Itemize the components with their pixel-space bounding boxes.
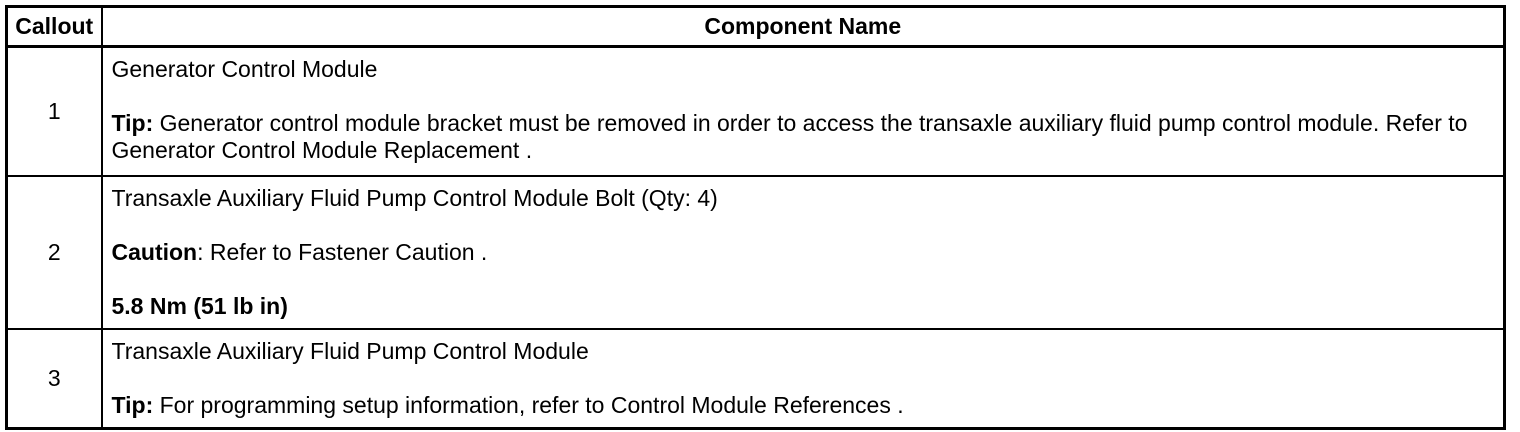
caution-note: Caution: Refer to Fastener Caution . (112, 239, 1494, 266)
component-name: Generator Control Module (111, 56, 378, 82)
note-label: Caution (111, 238, 198, 265)
note-text: : Refer to Fastener Caution . (197, 238, 488, 265)
torque-spec: 5.8 Nm (51 lb in) (111, 292, 288, 319)
callout-number: 3 (5, 327, 103, 429)
table-row: 2 Transaxle Auxiliary Fluid Pump Control… (5, 174, 1506, 330)
component-name: Transaxle Auxiliary Fluid Pump Control M… (111, 337, 589, 364)
callout-column-header: Callout (5, 5, 103, 48)
tip-note: Tip: For programming setup information, … (112, 392, 1494, 419)
component-cell: Generator Control Module Tip: Generator … (100, 45, 1506, 177)
note-label: Tip: (111, 391, 154, 418)
table-row: 1 Generator Control Module Tip: Generato… (5, 45, 1506, 177)
component-name: Transaxle Auxiliary Fluid Pump Control M… (111, 184, 718, 211)
tip-note: Tip: Generator control module bracket mu… (112, 110, 1494, 164)
table-header-row: Callout Component Name (5, 5, 1506, 48)
note-text: For programming setup information, refer… (153, 391, 904, 418)
component-callout-table: Callout Component Name 1 Generator Contr… (5, 5, 1506, 430)
note-text: Generator control module bracket must be… (111, 110, 1468, 163)
component-cell: Transaxle Auxiliary Fluid Pump Control M… (100, 327, 1506, 429)
component-name-column-header: Component Name (100, 5, 1506, 48)
component-cell: Transaxle Auxiliary Fluid Pump Control M… (100, 174, 1506, 330)
callout-number: 1 (5, 45, 103, 177)
table-row: 3 Transaxle Auxiliary Fluid Pump Control… (5, 327, 1506, 429)
callout-number: 2 (5, 174, 103, 330)
note-label: Tip: (111, 110, 154, 136)
